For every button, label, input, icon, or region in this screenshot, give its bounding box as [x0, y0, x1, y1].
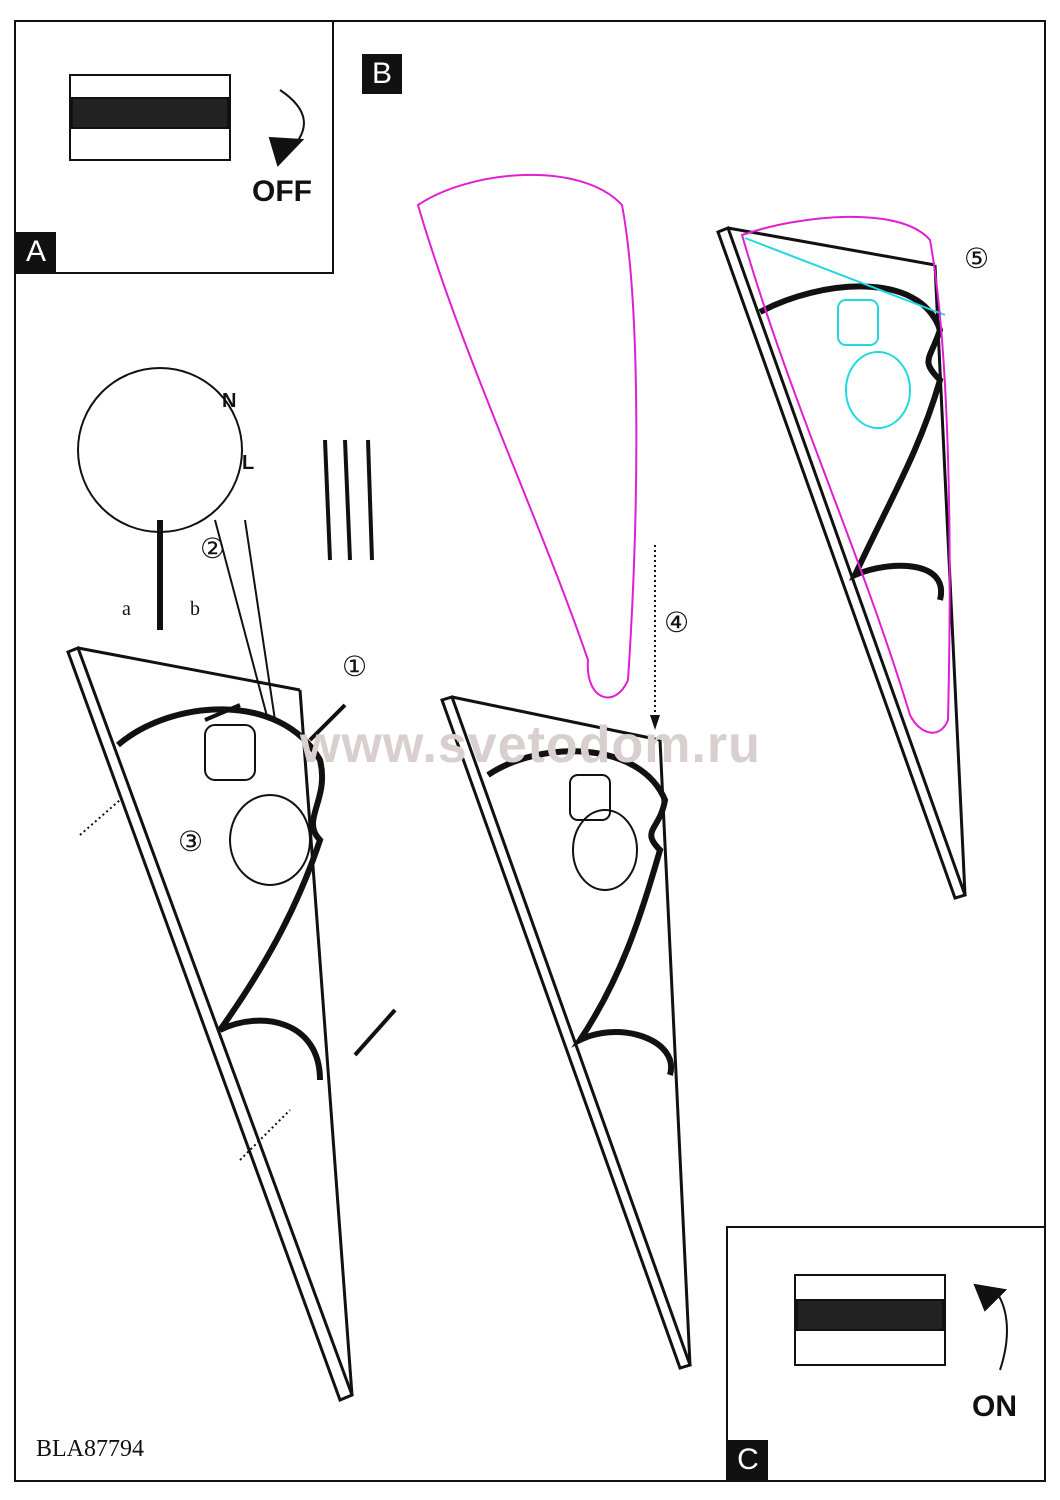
neutral-label: N	[222, 390, 237, 412]
watermark: www.svetodom.ru	[300, 716, 761, 774]
off-label: OFF	[252, 175, 312, 208]
wall-plate-middle	[440, 695, 692, 1370]
rotate-b-label: b	[190, 598, 200, 620]
panel-a-label: A	[16, 232, 56, 272]
wall-plate-left	[66, 367, 397, 1402]
wall-plate-right	[716, 226, 967, 900]
model-code: BLA87794	[36, 1436, 144, 1462]
glass-shade	[416, 174, 638, 699]
on-label: ON	[972, 1390, 1017, 1423]
page-frame	[14, 20, 1046, 1482]
installed-shade-bulb	[744, 237, 946, 429]
step-5: ⑤	[964, 243, 990, 274]
rotate-a-label: a	[122, 598, 131, 620]
step-2: ②	[200, 533, 226, 564]
step-4: ④	[664, 607, 690, 638]
step-3: ③	[178, 826, 204, 857]
live-label: L	[242, 452, 255, 474]
panel-c-label: C	[728, 1440, 768, 1480]
panel-a	[14, 20, 334, 274]
panel-b-label: B	[362, 54, 402, 94]
panel-c	[726, 1226, 1046, 1482]
step-1: ①	[342, 651, 368, 682]
